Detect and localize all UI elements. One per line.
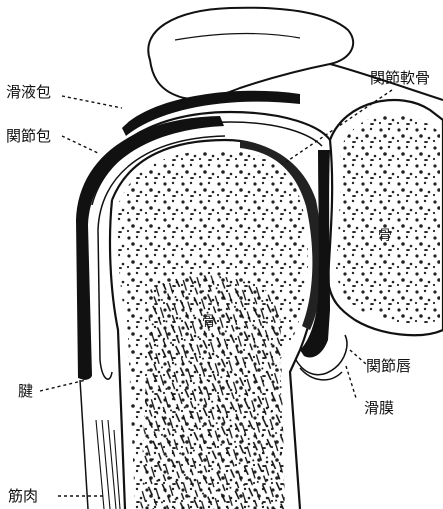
glenoid-fill [336, 114, 440, 324]
label-tendon: 腱 [18, 382, 33, 400]
leader-labrum [350, 350, 366, 364]
leader-tendon [40, 380, 86, 391]
humeral-shaft-fill [140, 275, 285, 509]
leader-capsule [62, 136, 100, 154]
label-muscle: 筋肉 [8, 487, 38, 505]
leader-synovium [346, 366, 356, 398]
leader-bursa [62, 96, 122, 108]
label-labrum: 関節唇 [366, 357, 411, 375]
label-bursa: 滑液包 [6, 83, 51, 101]
label-articular-cartilage: 関節軟骨 [370, 69, 430, 87]
label-bone-glenoid: 骨 [378, 228, 392, 244]
acromion-outline [148, 8, 353, 99]
muscle-fibers [96, 420, 120, 509]
label-synovium: 滑膜 [364, 399, 394, 417]
label-joint-capsule: 関節包 [6, 127, 51, 145]
label-bone-humerus: 骨 [202, 314, 216, 330]
